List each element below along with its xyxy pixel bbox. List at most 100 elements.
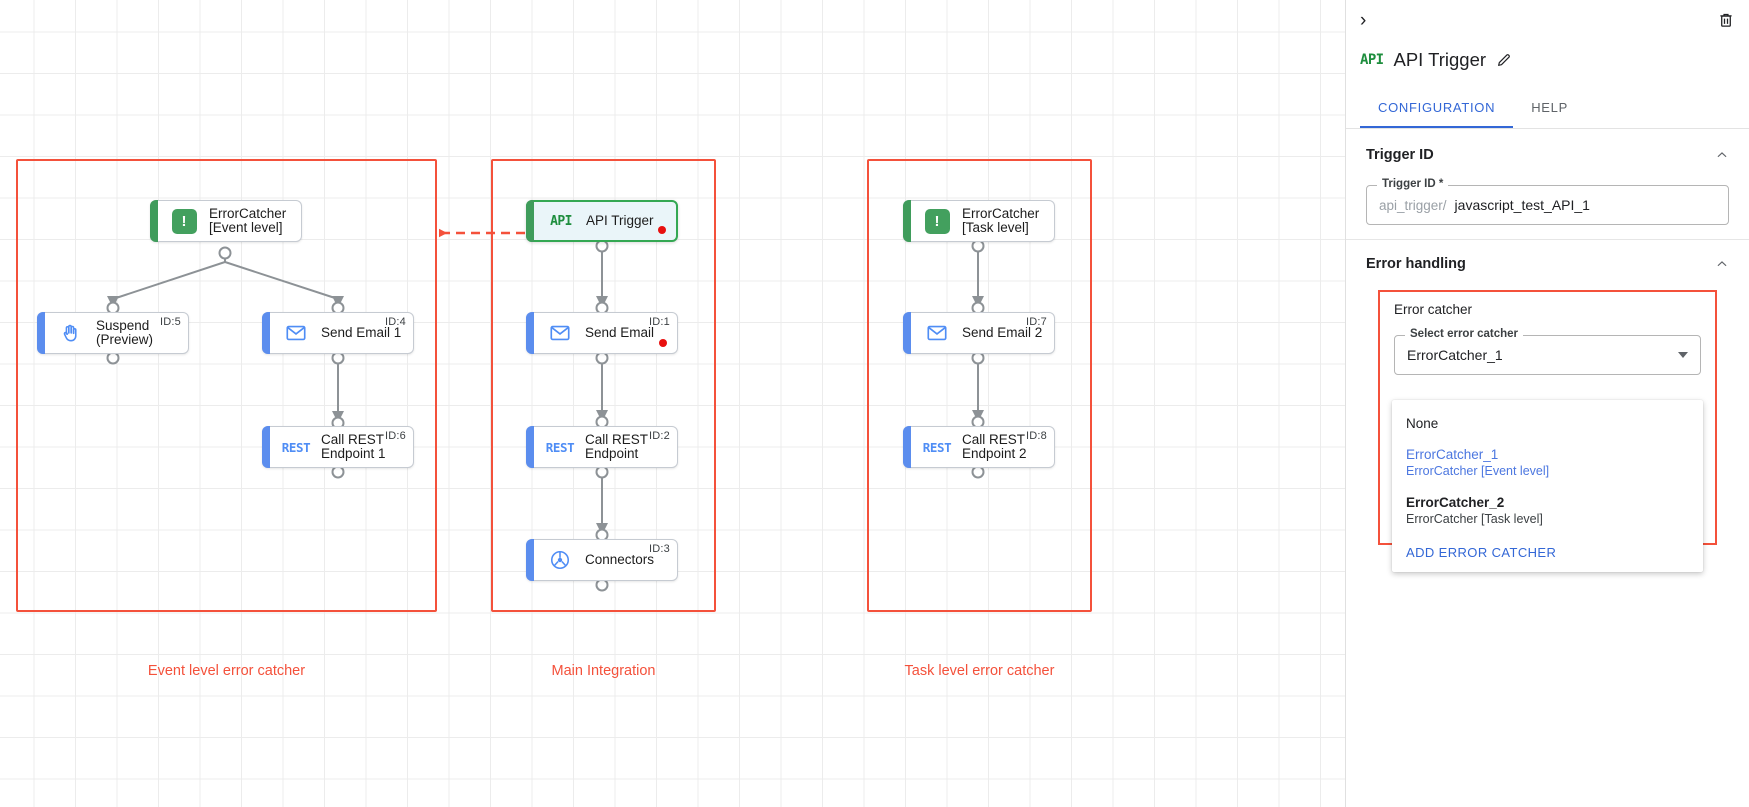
error-catcher-dropdown-menu[interactable]: None ErrorCatcher_1 ErrorCatcher [Event … — [1392, 400, 1703, 572]
node-send-email-1[interactable]: Send Email 1 ID:4 — [262, 312, 414, 354]
section-header-trigger-id[interactable]: Trigger ID — [1366, 143, 1729, 165]
node-id: ID:6 — [385, 430, 406, 442]
node-accent-bar — [903, 312, 911, 354]
api-icon: API — [1360, 52, 1384, 68]
node-id: ID:5 — [160, 316, 181, 328]
api-icon: API — [550, 213, 572, 229]
error-catcher-icon: ! — [171, 208, 197, 234]
menu-item-errorcatcher-1[interactable]: ErrorCatcher_1 ErrorCatcher [Event level… — [1392, 439, 1703, 487]
error-catcher-icon: ! — [924, 208, 950, 234]
menu-item-label: None — [1406, 416, 1439, 431]
node-label: ErrorCatcher [Task level] — [962, 205, 1040, 235]
tab-help[interactable]: HELP — [1531, 100, 1568, 115]
menu-item-errorcatcher-2[interactable]: ErrorCatcher_2 ErrorCatcher [Task level] — [1392, 487, 1703, 535]
node-label: Send Email — [585, 324, 655, 340]
section-header-error-handling[interactable]: Error handling — [1366, 252, 1729, 274]
node-accent-bar — [903, 426, 911, 468]
envelope-icon — [283, 320, 309, 346]
node-label: Connectors — [585, 551, 655, 567]
node-accent-bar — [903, 200, 911, 242]
group-frame-event-level[interactable] — [16, 159, 437, 612]
node-call-rest-endpoint-1[interactable]: REST Call REST Endpoint 1 ID:6 — [262, 426, 414, 468]
node-errorcatcher-event-level[interactable]: ! ErrorCatcher [Event level] — [150, 200, 302, 242]
trigger-id-field[interactable]: Trigger ID * api_trigger/ javascript_tes… — [1366, 178, 1729, 225]
menu-item-sublabel: ErrorCatcher [Task level] — [1406, 512, 1543, 526]
tab-configuration[interactable]: CONFIGURATION — [1360, 90, 1514, 128]
page-title: API Trigger — [1393, 49, 1487, 70]
error-catcher-highlight-box: Error catcher Select error catcher Error… — [1378, 290, 1717, 572]
node-label: Suspend (Preview) — [96, 317, 154, 347]
node-accent-bar — [262, 312, 270, 354]
node-label: Call REST Endpoint 2 — [962, 431, 1027, 461]
rest-icon: REST — [922, 439, 952, 455]
group-frame-task-level[interactable] — [867, 159, 1092, 612]
node-label: Send Email 1 — [321, 324, 402, 340]
panel-topbar: › — [1346, 0, 1749, 40]
chevron-up-icon[interactable] — [1715, 257, 1729, 271]
rest-icon: REST — [545, 439, 575, 455]
node-call-rest-endpoint[interactable]: REST Call REST Endpoint ID:2 — [526, 426, 678, 468]
group-caption-main-integration: Main Integration — [551, 663, 656, 679]
node-id: ID:2 — [649, 430, 670, 442]
select-error-catcher-value: ErrorCatcher_1 — [1407, 347, 1503, 363]
menu-item-sublabel: ErrorCatcher [Event level] — [1406, 464, 1550, 478]
section-title: Trigger ID — [1366, 147, 1434, 163]
node-error-indicator — [659, 339, 667, 347]
section-error-handling: Error handling Error catcher Select erro… — [1346, 240, 1749, 572]
node-id: ID:7 — [1026, 316, 1047, 328]
rest-icon: REST — [281, 439, 311, 455]
node-accent-bar — [150, 200, 158, 242]
trigger-id-legend: Trigger ID * — [1377, 178, 1449, 190]
node-send-email-2[interactable]: Send Email 2 ID:7 — [903, 312, 1055, 354]
node-accent-bar — [526, 539, 534, 581]
node-id: ID:8 — [1026, 430, 1047, 442]
trigger-id-prefix: api_trigger/ — [1379, 197, 1447, 213]
delete-icon[interactable] — [1717, 11, 1735, 29]
select-error-catcher[interactable]: Select error catcher ErrorCatcher_1 — [1394, 328, 1701, 375]
hand-icon — [58, 320, 84, 346]
node-id: ID:4 — [385, 316, 406, 328]
node-send-email[interactable]: Send Email ID:1 — [526, 312, 678, 354]
envelope-icon — [547, 320, 573, 346]
menu-item-none[interactable]: None — [1392, 408, 1703, 439]
error-catcher-label: Error catcher — [1394, 302, 1473, 317]
node-connectors[interactable]: Connectors ID:3 — [526, 539, 678, 581]
group-caption-event-level: Event level error catcher — [147, 663, 306, 679]
connectors-icon — [547, 547, 573, 573]
node-label: ErrorCatcher [Event level] — [209, 205, 287, 235]
node-accent-bar — [262, 426, 270, 468]
node-label: Call REST Endpoint — [585, 431, 649, 461]
node-id: ID:1 — [649, 316, 670, 328]
node-label: API Trigger — [586, 212, 654, 228]
node-call-rest-endpoint-2[interactable]: REST Call REST Endpoint 2 ID:8 — [903, 426, 1055, 468]
add-error-catcher-button[interactable]: ADD ERROR CATCHER — [1406, 545, 1557, 560]
select-error-catcher-legend: Select error catcher — [1405, 328, 1524, 340]
node-accent-bar — [526, 200, 534, 242]
group-frame-main-integration[interactable] — [491, 159, 716, 612]
node-id: ID:3 — [649, 543, 670, 555]
node-label: Call REST Endpoint 1 — [321, 431, 386, 461]
node-accent-bar — [526, 312, 534, 354]
node-errorcatcher-task-level[interactable]: ! ErrorCatcher [Task level] — [903, 200, 1055, 242]
chevron-up-icon[interactable] — [1715, 148, 1729, 162]
edit-pencil-icon[interactable] — [1496, 52, 1512, 68]
chevron-down-icon[interactable] — [1678, 352, 1688, 358]
section-title: Error handling — [1366, 256, 1466, 272]
chevron-right-icon[interactable]: › — [1360, 9, 1367, 31]
group-caption-task-level: Task level error catcher — [904, 663, 1055, 679]
panel-divider — [1346, 239, 1749, 240]
menu-item-label: ErrorCatcher_1 — [1406, 447, 1499, 462]
menu-item-label: ErrorCatcher_2 — [1406, 495, 1505, 510]
node-label: Send Email 2 — [962, 324, 1043, 340]
workflow-canvas[interactable]: ! ErrorCatcher [Event level] Suspend (Pr… — [0, 0, 1345, 807]
panel-tabs: CONFIGURATION HELP — [1346, 90, 1749, 129]
node-accent-bar — [37, 312, 45, 354]
node-suspend[interactable]: Suspend (Preview) ID:5 — [37, 312, 189, 354]
config-panel: › API API Trigger CONFIGURATION HEL — [1345, 0, 1749, 807]
trigger-id-value[interactable]: javascript_test_API_1 — [1454, 197, 1590, 213]
node-accent-bar — [526, 426, 534, 468]
section-trigger-id: Trigger ID Trigger ID * api_trigger/ jav… — [1346, 129, 1749, 225]
envelope-icon — [924, 320, 950, 346]
node-api-trigger[interactable]: API API Trigger — [526, 200, 678, 242]
node-error-indicator — [658, 226, 666, 234]
